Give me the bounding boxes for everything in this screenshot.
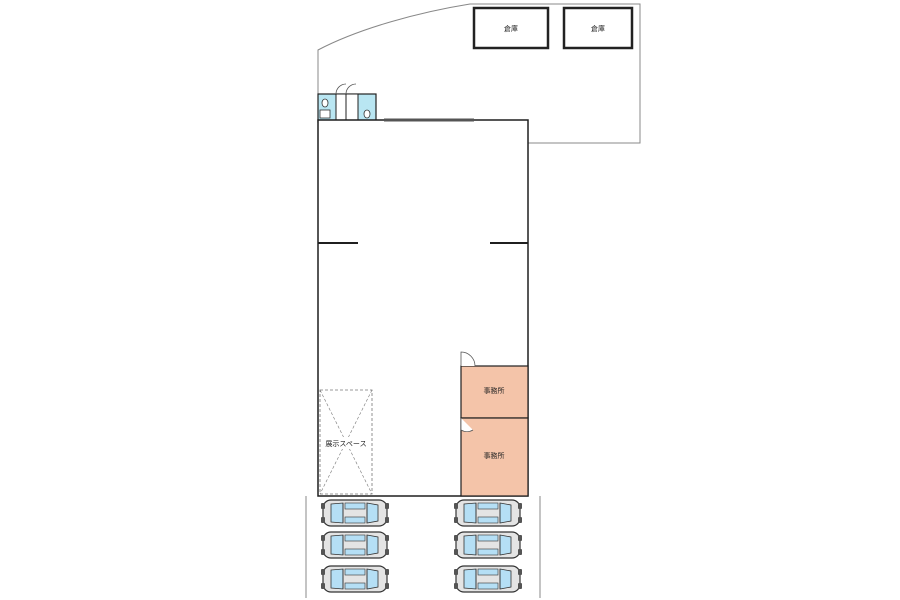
office-lower xyxy=(460,417,529,497)
parked-car-right-2 xyxy=(453,531,523,559)
display-space-label: 展示スペース xyxy=(325,440,366,448)
parked-car-right-3 xyxy=(453,565,523,593)
office-upper xyxy=(460,365,529,419)
parked-car-left-3 xyxy=(320,565,390,593)
office-lower-label: 事務所 xyxy=(484,451,505,460)
wc-room xyxy=(317,83,377,123)
office-upper-label: 事務所 xyxy=(484,386,505,395)
parked-car-left-2 xyxy=(320,531,390,559)
site-boundary xyxy=(317,3,641,144)
parking-area xyxy=(320,499,523,593)
parked-car-right-1 xyxy=(453,499,523,527)
warehouse-1-label: 倉庫 xyxy=(504,24,518,33)
warehouse-2-label: 倉庫 xyxy=(591,24,605,33)
display-space xyxy=(319,389,373,495)
warehouse-2 xyxy=(562,6,634,50)
parked-car-left-1 xyxy=(320,499,390,527)
warehouse-1 xyxy=(472,6,550,50)
office-door-lower xyxy=(460,418,474,432)
office-door-upper xyxy=(460,351,476,367)
